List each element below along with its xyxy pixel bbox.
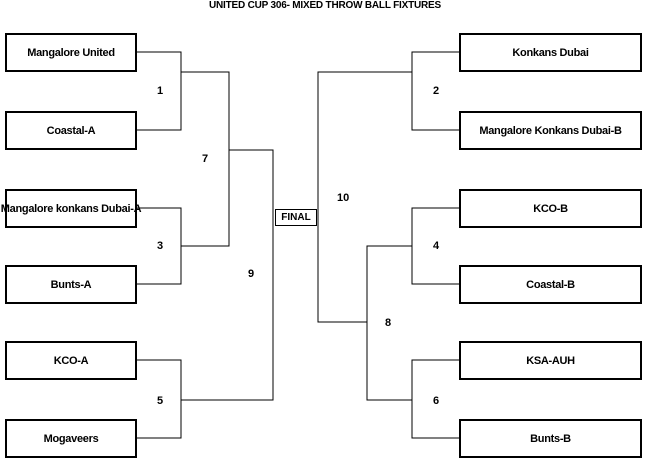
bracket-line-match-2: [411, 51, 459, 131]
team-box-coastal-a: Coastal-A: [5, 111, 137, 150]
team-box-bunts-b: Bunts-B: [459, 419, 642, 458]
team-box-kco-a: KCO-A: [5, 341, 137, 380]
page-title: UNITED CUP 306- MIXED THROW BALL FIXTURE…: [208, 0, 441, 11]
team-box-ksa-auh: KSA-AUH: [459, 341, 642, 380]
match-number-3: 3: [157, 240, 164, 252]
match-number-8: 8: [385, 317, 392, 329]
bracket-line-match-7: [181, 71, 230, 247]
final-label: FINAL: [275, 209, 317, 226]
bracket-line-match-5: [137, 359, 182, 439]
match-number-7: 7: [202, 153, 209, 165]
match-number-10: 10: [337, 192, 350, 204]
match-number-5: 5: [157, 395, 164, 407]
match-number-1: 1: [157, 85, 164, 97]
team-box-mogaveers: Mogaveers: [5, 419, 137, 458]
match-number-9: 9: [248, 268, 255, 280]
team-box-mangalore-united: Mangalore United: [5, 33, 137, 72]
team-box-kco-b: KCO-B: [459, 189, 642, 228]
bracket-line-match-1: [137, 51, 182, 131]
bracket-line-match-9: [181, 149, 274, 401]
bracket-line-match-10: [317, 71, 412, 323]
team-box-mangalore-konkans-dubai-b: Mangalore Konkans Dubai-B: [459, 111, 642, 150]
team-box-mangalore-konkans-dubai-a: Mangalore konkans Dubai-A: [1, 189, 142, 228]
match-number-6: 6: [433, 395, 440, 407]
bracket-line-match-6: [411, 359, 459, 439]
team-box-konkans-dubai: Konkans Dubai: [459, 33, 642, 72]
team-box-bunts-a: Bunts-A: [5, 265, 137, 304]
team-box-coastal-b: Coastal-B: [459, 265, 642, 304]
bracket-line-match-8: [366, 245, 412, 401]
match-number-2: 2: [433, 85, 440, 97]
match-number-4: 4: [433, 240, 440, 252]
